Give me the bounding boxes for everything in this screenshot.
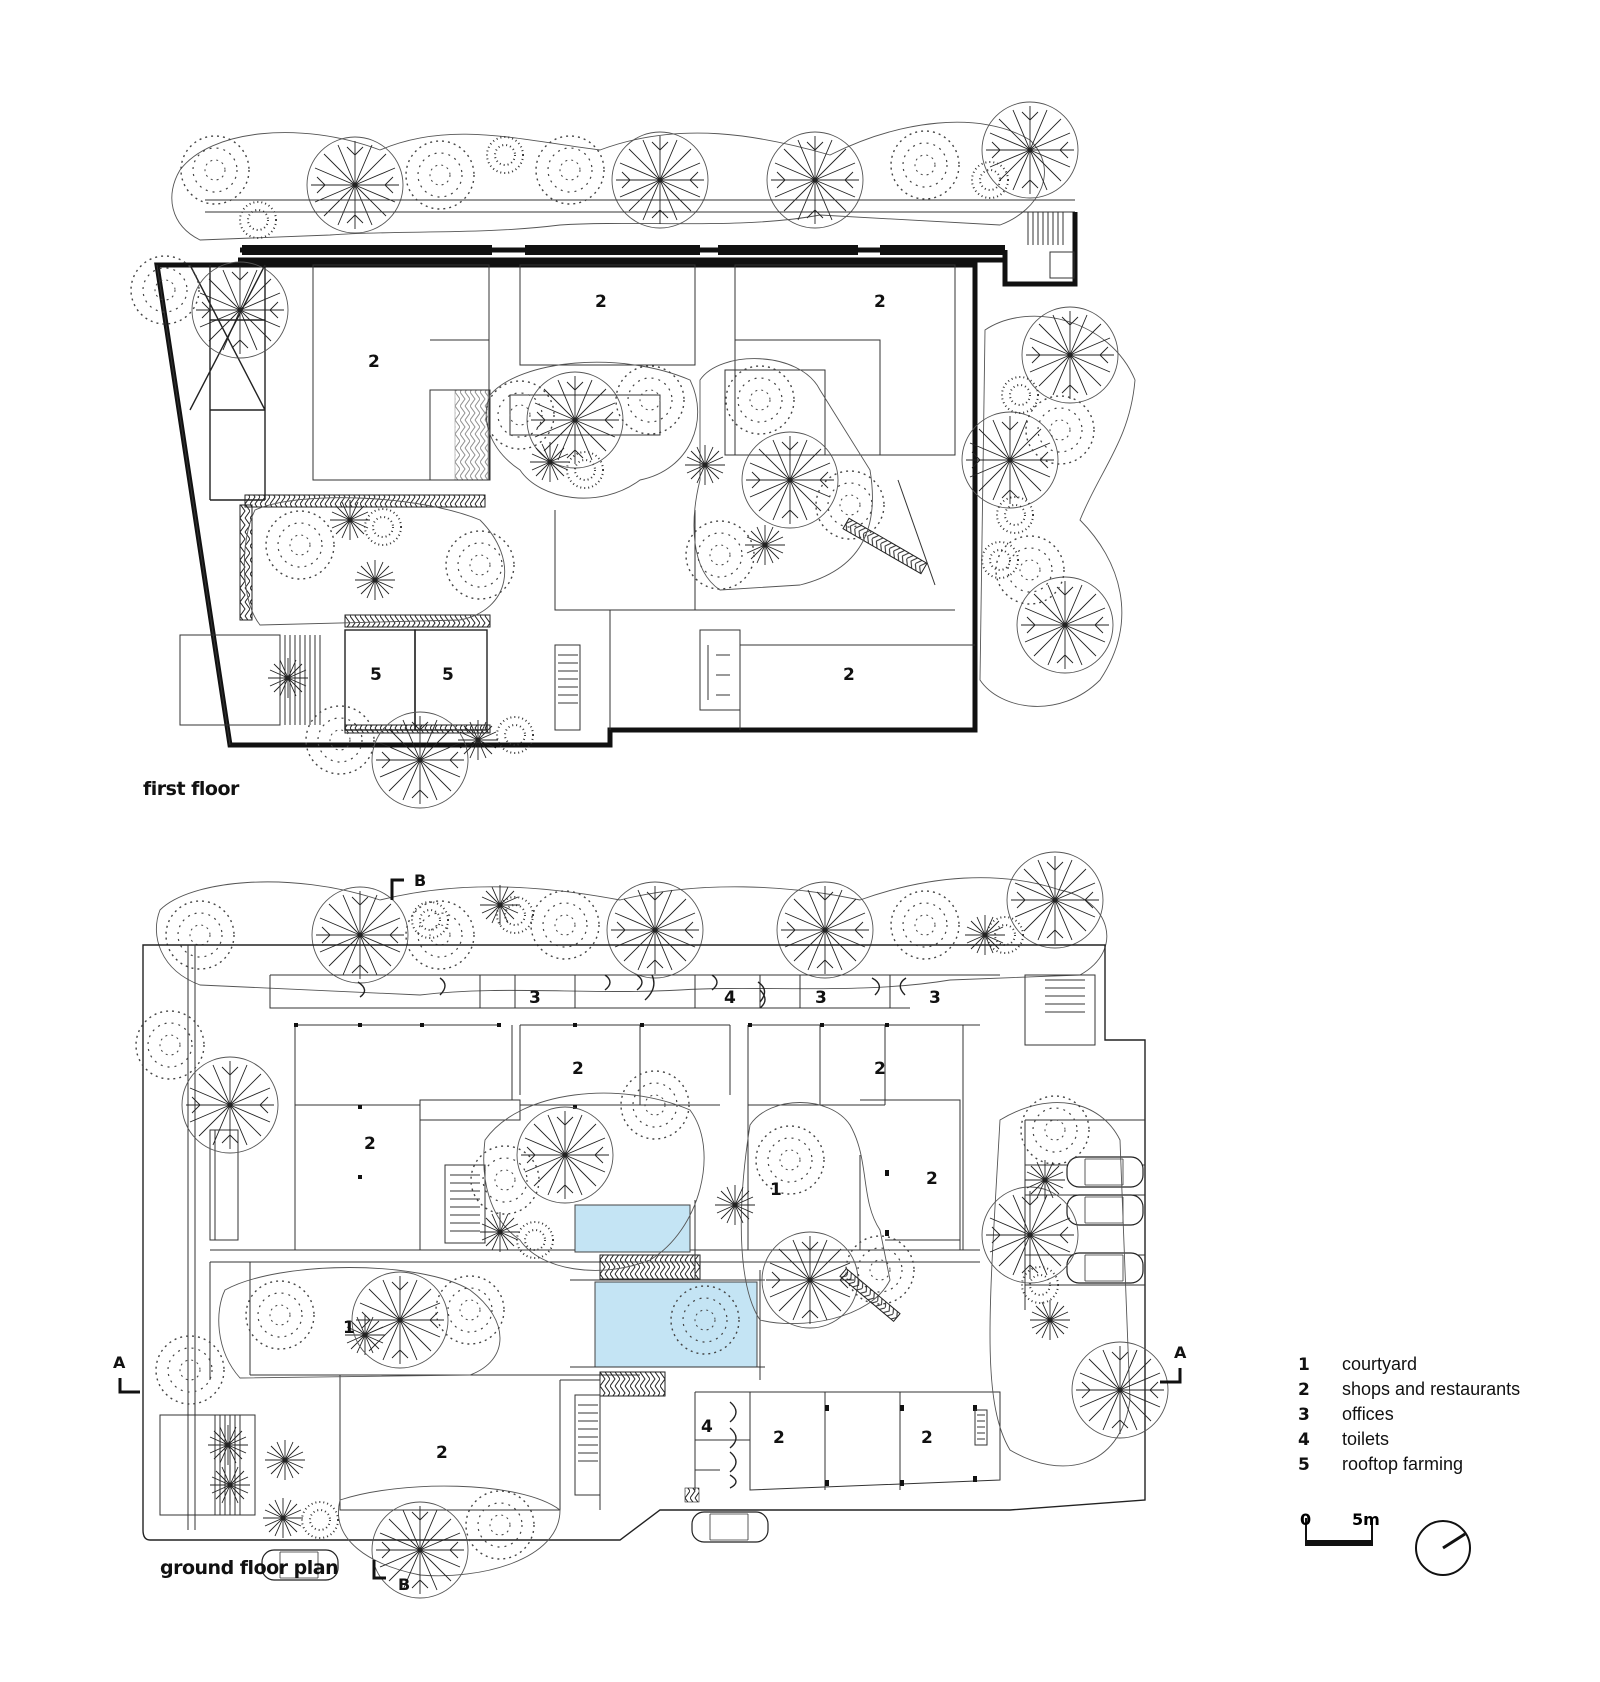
room-label: 2 [368,352,380,372]
section-mark-b-top: B [390,871,426,900]
scale-end: 5m [1352,1510,1380,1529]
ground-floor-title: ground floor plan [160,1557,338,1579]
room-labels-ground-floor: 3 4 3 3 2 2 2 1 2 1 4 2 2 2 [343,988,941,1463]
room-label: 2 [595,292,607,312]
room-label: 2 [926,1169,938,1189]
ground-floor-plan: 3 4 3 3 2 2 2 1 2 1 4 2 2 2 B B A [113,851,1187,1599]
room-label: 2 [572,1059,584,1079]
svg-text:A: A [113,1353,126,1372]
room-label: 2 [874,292,886,312]
room-label: 4 [701,1417,713,1437]
room-label: 2 [436,1443,448,1463]
svg-text:B: B [414,871,426,890]
room-label: 1 [343,1318,355,1338]
svg-text:A: A [1174,1343,1187,1362]
room-label: 5 [442,665,454,685]
water-feature [594,1281,758,1368]
room-label: 3 [929,988,941,1008]
svg-text:B: B [398,1575,410,1594]
door-swing-icons [729,1401,737,1489]
stair-icon [1027,212,1075,279]
room-label: 3 [529,988,541,1008]
first-floor-title: first floor [143,778,240,800]
room-labels-first-floor: 2 2 2 5 5 2 [368,292,886,685]
section-mark-a-right: A [1160,1343,1187,1384]
room-label: 2 [843,665,855,685]
car-icon [1066,1156,1144,1188]
car-icon [691,1511,769,1543]
north-arrow-icon [1415,1520,1471,1576]
room-label: 2 [921,1428,933,1448]
room-label: 3 [815,988,827,1008]
door-swing-icons [357,974,907,1009]
car-icon [1066,1252,1144,1284]
room-label: 4 [724,988,736,1008]
scale-bar [1305,1518,1373,1546]
room-label: 5 [370,665,382,685]
car-icon [1066,1194,1144,1226]
scale-start: 0 [1300,1510,1312,1529]
room-label: 2 [773,1428,785,1448]
water-feature [574,1204,691,1253]
section-mark-b-bottom: B [372,1560,410,1594]
room-label: 1 [770,1180,782,1200]
scale-labels: 0 5m [1300,1510,1380,1570]
room-label: 2 [364,1134,376,1154]
section-mark-a-left: A [113,1353,140,1394]
first-floor-plan: 2 2 2 5 5 2 first floor [130,101,1136,809]
room-label: 2 [874,1059,886,1079]
